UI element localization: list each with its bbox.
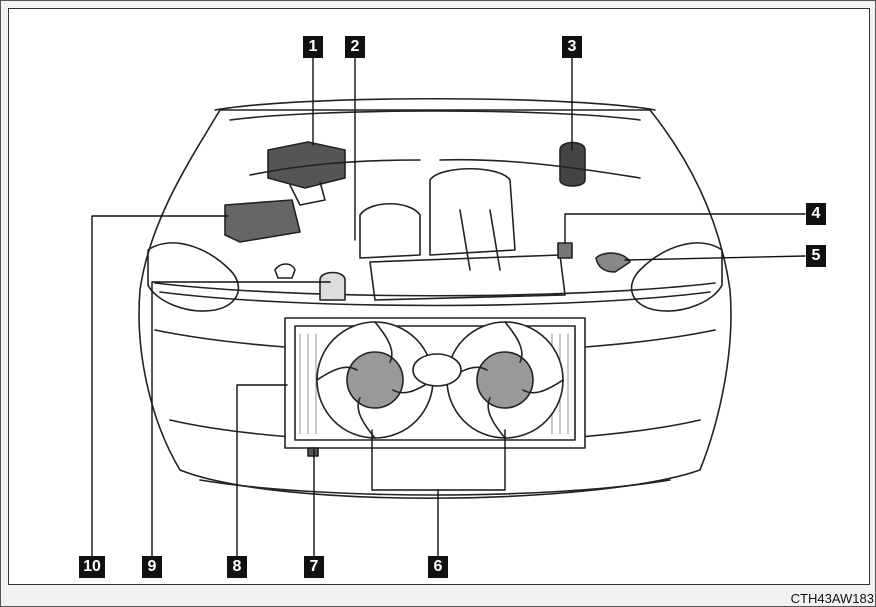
washer-tank — [595, 252, 631, 273]
callout-9: 9 — [142, 556, 162, 578]
callout-8: 8 — [227, 556, 247, 578]
right-headlight — [630, 242, 723, 312]
callout-5: 5 — [806, 245, 826, 267]
leader-5 — [624, 255, 806, 261]
callout-7: 7 — [304, 556, 324, 578]
callout-1: 1 — [303, 36, 323, 58]
battery-box — [224, 199, 301, 243]
callout-6: 6 — [428, 556, 448, 578]
hood-opening — [214, 97, 656, 111]
brake-reservoir — [559, 141, 586, 187]
callout-10: 10 — [79, 556, 105, 578]
leader-10 — [91, 215, 229, 559]
radiator-drain — [307, 447, 319, 457]
callout-4: 4 — [806, 203, 826, 225]
oil-cap — [557, 242, 573, 259]
leader-4 — [564, 213, 806, 244]
left-headlight — [147, 242, 240, 312]
fuse-box — [267, 141, 346, 189]
car-body-outline — [138, 109, 732, 499]
emblem — [412, 353, 462, 387]
figure-code: CTH43AW183 — [790, 591, 874, 606]
callout-2: 2 — [345, 36, 365, 58]
engine-block — [369, 254, 566, 301]
leader-9 — [151, 281, 331, 559]
coolant-reservoir — [319, 271, 346, 301]
leader-8 — [236, 384, 288, 559]
callout-3: 3 — [562, 36, 582, 58]
